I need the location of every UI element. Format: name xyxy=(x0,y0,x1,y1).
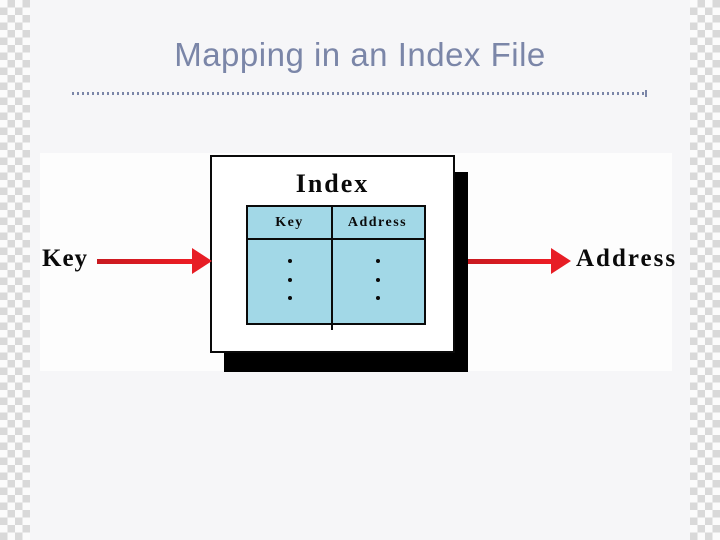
index-table-header-row: Key Address xyxy=(248,207,424,240)
ellipsis-dot xyxy=(287,296,292,301)
ellipsis-dot xyxy=(375,296,380,301)
arrow-head xyxy=(551,248,571,274)
key-label: Key xyxy=(42,245,89,272)
index-table-column-divider xyxy=(331,206,333,330)
ellipsis-dot xyxy=(375,277,380,282)
address-label: Address xyxy=(576,245,678,272)
index-table-header-key: Key xyxy=(275,214,304,230)
title-dotted-rule xyxy=(72,92,644,95)
transparency-checkerboard-right xyxy=(690,0,720,540)
slide-title: Mapping in an Index File xyxy=(174,36,546,73)
title-dotted-rule-endcap xyxy=(645,90,647,97)
ellipsis-dot xyxy=(287,277,292,282)
diagram-area: Index Key Address Key Address xyxy=(40,153,675,372)
ellipsis-dot xyxy=(375,258,380,263)
index-table-body xyxy=(248,240,424,323)
index-table-address-column-ellipsis xyxy=(331,240,424,323)
index-table-header-address: Address xyxy=(347,214,408,230)
ellipsis-dot xyxy=(287,258,292,263)
arrow-head xyxy=(192,248,212,274)
arrow-shaft xyxy=(468,259,554,264)
index-table: Key Address xyxy=(246,205,426,330)
index-box-title: Index xyxy=(295,169,370,198)
index-table-key-column-ellipsis xyxy=(248,240,331,323)
arrow-shaft xyxy=(97,259,195,264)
transparency-checkerboard-left xyxy=(0,0,30,540)
index-box: Index Key Address xyxy=(210,155,455,353)
